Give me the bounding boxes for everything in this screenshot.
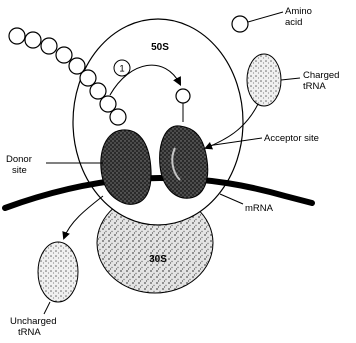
charged-trna-label-line2: tRNA [303, 81, 326, 92]
acceptor-site-label: Acceptor site [264, 133, 319, 144]
donor-site-label-line1: Donor [6, 154, 32, 165]
amino-acid-label-line2: acid [285, 17, 302, 28]
charged-trna-label-line1: Charged [303, 70, 339, 81]
charged-trna [247, 54, 281, 106]
step-number: 1 [119, 64, 124, 75]
mrna-label: mRNA [245, 203, 274, 214]
uncharged-trna-label-line1: Uncharged [10, 316, 56, 327]
amino-acid-label-line1: Amino [285, 6, 312, 17]
uncharged-trna [38, 242, 78, 302]
donor-site-label-line2: site [12, 165, 27, 176]
acceptor-amino-acid [176, 89, 190, 103]
large-subunit-label: 50S [151, 42, 169, 53]
uncharged-trna-label-line2: tRNA [18, 327, 41, 338]
free-amino-acid [232, 16, 248, 32]
small-subunit-label: 30S [149, 254, 167, 265]
